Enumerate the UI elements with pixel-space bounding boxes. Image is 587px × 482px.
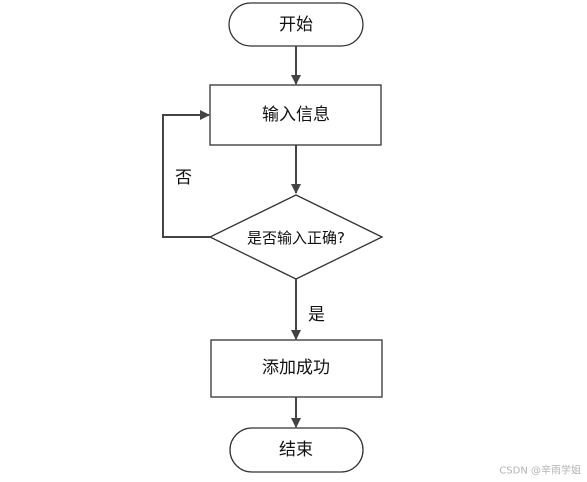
success-node-label: 添加成功 bbox=[262, 358, 330, 378]
start-node: 开始 bbox=[228, 2, 364, 47]
end-node-shape bbox=[229, 427, 364, 473]
arrow-no-loop-back bbox=[162, 110, 210, 238]
decision-node: 是否输入正确? bbox=[208, 194, 384, 280]
yes-edge-label: 是 bbox=[308, 305, 325, 325]
start-node-label: 开始 bbox=[279, 15, 313, 35]
watermark-text: CSDN @辛雨学姐 bbox=[499, 464, 581, 477]
end-node: 结束 bbox=[229, 427, 364, 473]
input-node-shape bbox=[209, 84, 382, 146]
success-node-shape bbox=[210, 339, 383, 398]
input-node-label: 输入信息 bbox=[262, 105, 330, 125]
no-edge-label: 否 bbox=[175, 168, 192, 188]
end-node-label: 结束 bbox=[279, 440, 313, 460]
success-node: 添加成功 bbox=[210, 339, 383, 398]
input-node: 输入信息 bbox=[209, 84, 382, 146]
decision-node-label: 是否输入正确? bbox=[247, 229, 345, 247]
